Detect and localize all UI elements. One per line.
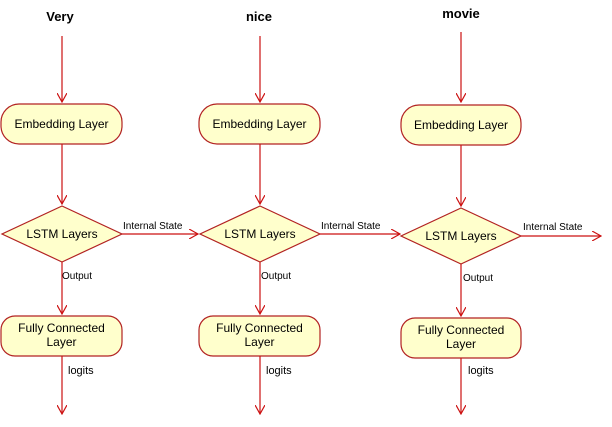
fc-label-line1: Fully Connected xyxy=(18,321,105,335)
input-word: Very xyxy=(46,9,74,24)
internal-state-label: Internal State xyxy=(123,221,183,232)
lstm-layers-label: LSTM Layers xyxy=(224,227,295,241)
embedding-layer-label: Embedding Layer xyxy=(212,117,306,131)
embedding-layer-node: Embedding Layer xyxy=(198,103,321,145)
fully-connected-layer-node: Fully Connected Layer xyxy=(0,315,123,357)
lstm-layers-label: LSTM Layers xyxy=(26,227,97,241)
input-word: movie xyxy=(442,6,480,21)
output-label: Output xyxy=(62,271,92,282)
internal-state-label: Internal State xyxy=(523,222,583,233)
output-label: Output xyxy=(261,271,291,282)
fc-label-line1: Fully Connected xyxy=(216,321,303,335)
embedding-layer-node: Embedding Layer xyxy=(0,103,123,145)
lstm-layers-node: LSTM Layers xyxy=(399,207,523,265)
fc-label-line2: Layer xyxy=(244,335,274,349)
column-nice: nice Embedding Layer LSTM Layers Interna… xyxy=(198,9,400,414)
fully-connected-layer-node: Fully Connected Layer xyxy=(400,317,522,359)
lstm-layers-label: LSTM Layers xyxy=(425,229,496,243)
output-label: Output xyxy=(463,273,493,284)
lstm-layers-node: LSTM Layers xyxy=(0,205,124,263)
logits-label: logits xyxy=(468,365,494,377)
embedding-layer-label: Embedding Layer xyxy=(414,118,508,132)
fully-connected-layer-node: Fully Connected Layer xyxy=(198,315,321,357)
input-word: nice xyxy=(246,9,272,24)
embedding-layer-node: Embedding Layer xyxy=(400,104,522,146)
column-movie: movie Embedding Layer LSTM Layers Intern… xyxy=(399,6,601,414)
logits-label: logits xyxy=(68,365,94,377)
internal-state-label: Internal State xyxy=(321,221,381,232)
fc-label-line1: Fully Connected xyxy=(418,323,505,337)
embedding-layer-label: Embedding Layer xyxy=(14,117,108,131)
lstm-layers-node: LSTM Layers xyxy=(198,205,322,263)
fc-label-line2: Layer xyxy=(446,337,476,351)
fc-label-line2: Layer xyxy=(46,335,76,349)
logits-label: logits xyxy=(266,365,292,377)
column-very: Very Embedding Layer LSTM Layers Interna… xyxy=(0,9,198,414)
